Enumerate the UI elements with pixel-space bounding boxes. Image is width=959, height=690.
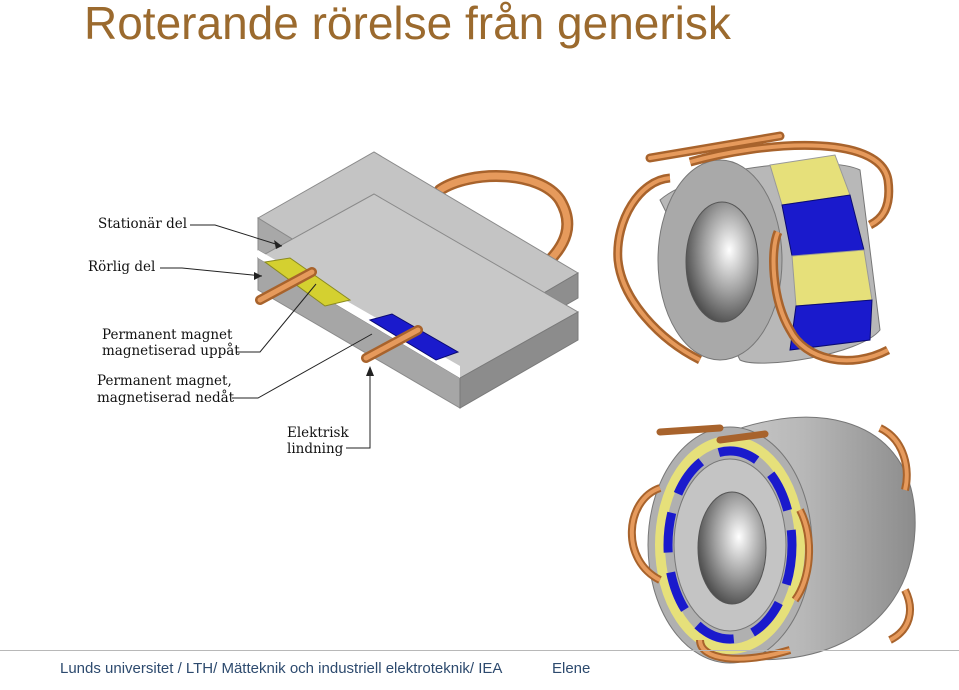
footer-author: Elene	[552, 660, 590, 677]
footer-divider	[0, 650, 959, 651]
stator-rotor-illustration	[627, 416, 916, 664]
magnet-yellow	[263, 257, 352, 307]
footer-institution: Lunds universitet / LTH/ Mätteknik och i…	[60, 660, 503, 677]
label-magnet-up-2: magnetiserad uppåt	[102, 343, 240, 359]
label-magnet-down-1: Permanent magnet,	[97, 373, 232, 389]
label-winding-1: Elektrisk	[287, 425, 349, 441]
label-winding-2: lindning	[287, 441, 344, 457]
rotor-illustration	[613, 131, 894, 365]
label-moving-part: Rörlig del	[88, 259, 156, 275]
moving-block-side	[459, 311, 579, 409]
slide-title: Roterande rörelse från generisk	[84, 0, 731, 49]
label-magnet-up-1: Permanent magnet	[102, 327, 233, 343]
label-magnet-down-2: magnetiserad nedåt	[97, 390, 235, 406]
label-stationary-part: Stationär del	[98, 216, 188, 232]
